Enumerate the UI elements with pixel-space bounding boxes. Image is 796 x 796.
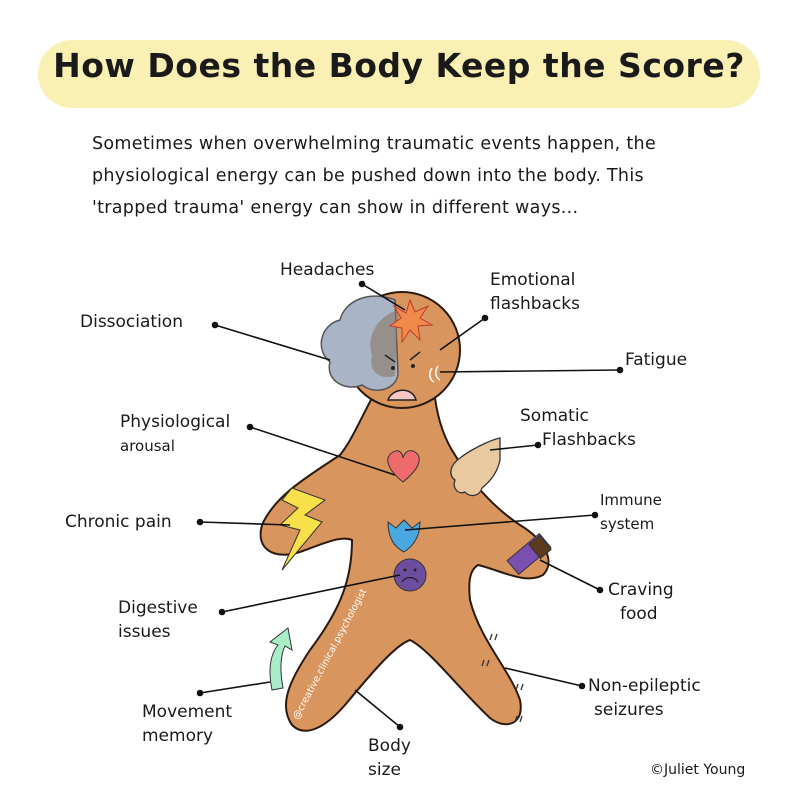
chocolate-bar-icon [506, 532, 552, 576]
line-physiological-arousal [249, 426, 396, 476]
label-line: Emotional [490, 270, 576, 290]
label-line: Somatic [520, 406, 589, 426]
label-fatigue: Fatigue [625, 350, 688, 370]
title-highlight [38, 40, 760, 108]
label-somatic-flashbacks: Somatic Flashbacks [520, 404, 636, 452]
label-line: flashbacks [490, 294, 581, 314]
line-body-size [354, 689, 401, 728]
label-line: size [368, 760, 401, 780]
label-line: Craving [608, 580, 674, 600]
worried-mouth [386, 389, 417, 401]
stomach-icon [393, 558, 427, 592]
label-movement-memory: Movement memory [142, 700, 232, 748]
label-craving-food: Craving food [608, 578, 674, 626]
movement-arrow-icon [268, 627, 293, 691]
label-immune-system: Immune system [600, 488, 662, 536]
label-emotional-flashbacks: Emotional flashbacks [490, 268, 580, 316]
label-physiological-arousal: Physiological arousal [120, 410, 230, 458]
label-line: Immune [600, 491, 662, 509]
line-dissociation [214, 324, 331, 361]
label-line: food [620, 604, 658, 624]
label-non-epileptic-seizures: Non-epileptic seizures [588, 674, 701, 722]
line-immune-system [404, 514, 596, 531]
intro-line-1: Sometimes when overwhelming traumatic ev… [92, 134, 657, 154]
label-line: arousal [120, 437, 175, 455]
page-title: How Does the Body Keep the Score? [53, 46, 745, 85]
label-line: seizures [594, 700, 664, 720]
intro-line-3: 'trapped trauma' energy can show in diff… [92, 198, 579, 218]
line-non-epileptic [504, 667, 583, 687]
label-digestive-issues: Digestive issues [118, 596, 198, 644]
intro-line-2: physiological energy can be pushed down … [92, 166, 644, 186]
label-line: Non-epileptic [588, 676, 701, 696]
line-movement-memory [199, 681, 271, 694]
label-line: memory [142, 726, 214, 746]
line-fatigue [439, 369, 621, 373]
artist-credit: ©Juliet Young [650, 762, 746, 778]
headache-star-icon [388, 298, 434, 344]
cloud-shadow [370, 310, 398, 378]
line-somatic-flashbacks [489, 444, 539, 451]
shield-icon [387, 519, 421, 553]
lightning-icon [278, 487, 327, 571]
label-line: Body [368, 736, 411, 756]
line-emotional-flashbacks [439, 317, 486, 351]
label-line: system [600, 515, 655, 533]
hand-icon [450, 437, 501, 497]
label-line: Digestive [118, 598, 198, 618]
label-line: Movement [142, 702, 233, 722]
heart-icon [387, 450, 420, 483]
line-craving-food [539, 559, 601, 591]
label-body-size: Body size [368, 734, 411, 782]
label-headaches: Headaches [280, 260, 375, 280]
line-headaches [361, 283, 406, 311]
label-chronic-pain: Chronic pain [65, 512, 172, 532]
label-line: issues [118, 622, 171, 642]
label-line: Flashbacks [542, 430, 636, 450]
label-dissociation: Dissociation [80, 312, 183, 332]
line-chronic-pain [199, 521, 291, 526]
line-digestive-issues [221, 574, 401, 613]
label-line: Physiological [120, 412, 231, 432]
